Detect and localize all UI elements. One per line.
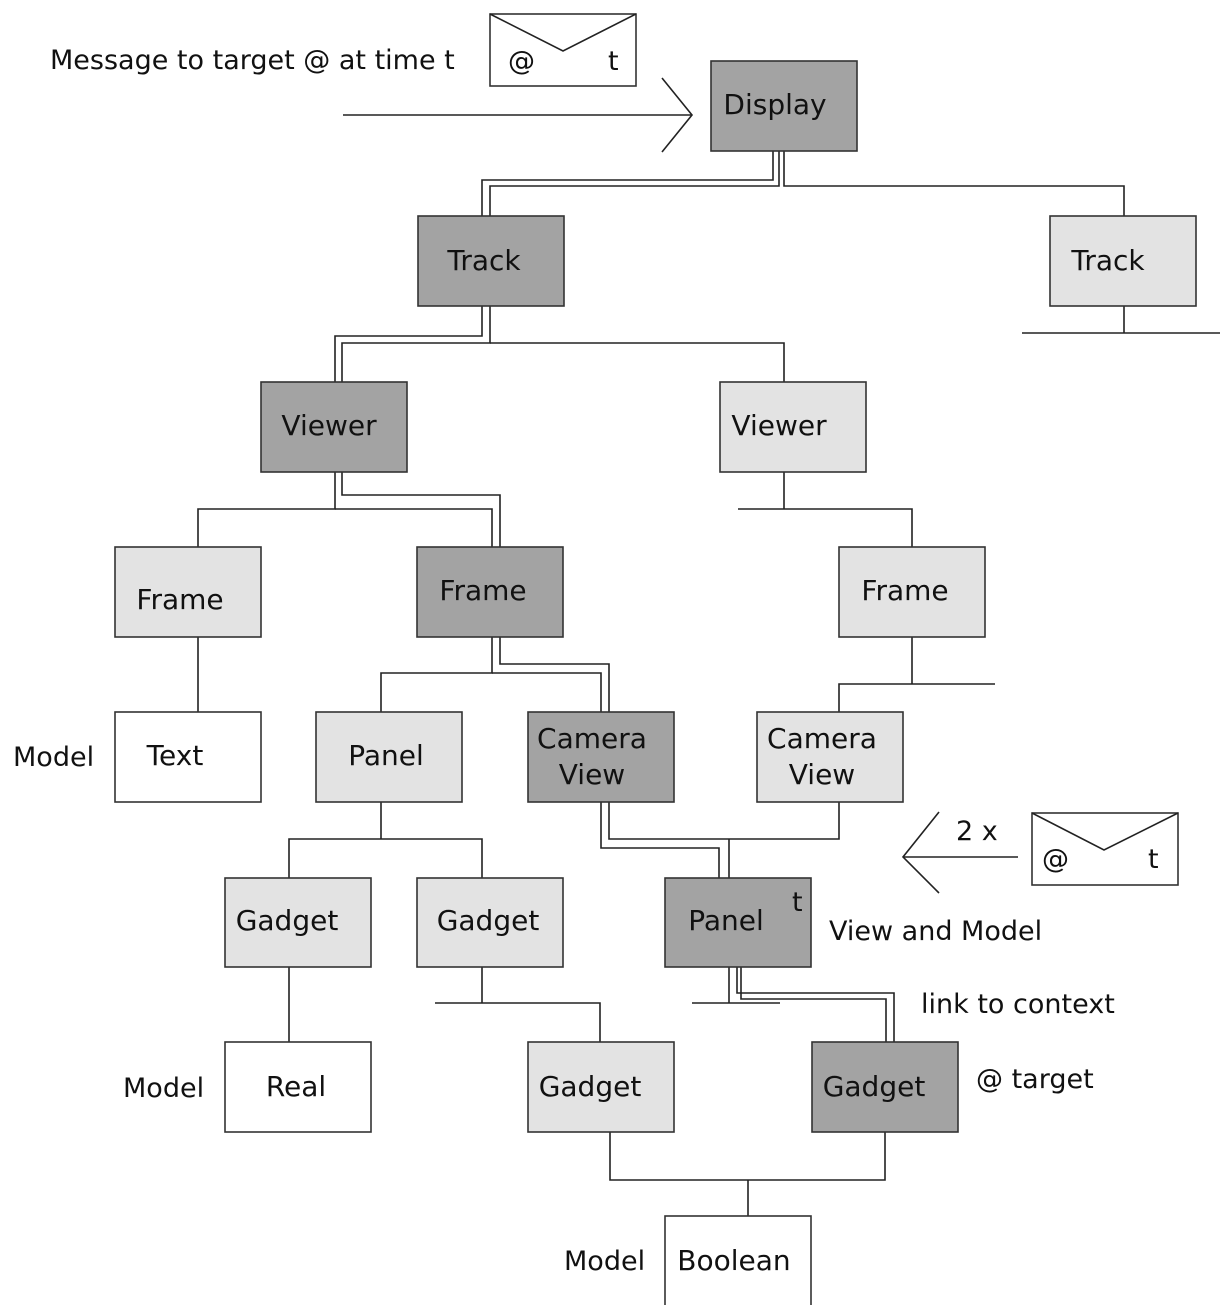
node-frame-right-label: Frame <box>861 574 948 607</box>
node-viewer-right: Viewer <box>719 381 867 473</box>
node-panel-target: Panel t <box>664 877 812 968</box>
node-camera-view-left-label-2: View <box>559 758 625 791</box>
annotation-message: Message to target @ at time t <box>50 45 455 76</box>
node-gadget-c-label: Gadget <box>539 1070 642 1103</box>
annotation-at-target: @ target <box>976 1064 1094 1095</box>
node-panel-mid: Panel <box>315 711 463 803</box>
node-gadget-target: Gadget <box>811 1041 959 1133</box>
node-viewer-right-label: Viewer <box>731 409 827 442</box>
annotation-view-and-model: View and Model <box>829 916 1042 947</box>
node-track-left: Track <box>417 215 565 307</box>
node-frame-left-label: Frame <box>136 583 223 616</box>
node-model-text: Text <box>114 711 262 803</box>
node-panel-target-label: Panel <box>688 904 764 937</box>
node-camera-view-right: Camera View <box>756 711 904 803</box>
model-tag-boolean: Model <box>564 1246 645 1277</box>
model-tag-text: Model <box>13 742 94 773</box>
node-frame-left: Frame <box>114 546 262 638</box>
node-display: Display <box>710 60 858 152</box>
node-viewer-left: Viewer <box>260 381 408 473</box>
annotation-link-to-context: link to context <box>921 989 1115 1020</box>
envelope-top-at: @ <box>508 46 535 77</box>
node-model-boolean-label: Boolean <box>677 1244 790 1277</box>
node-display-label: Display <box>723 88 826 121</box>
node-panel-mid-label: Panel <box>348 739 424 772</box>
node-model-boolean: Boolean <box>664 1215 812 1305</box>
node-model-text-label: Text <box>146 739 204 772</box>
node-gadget-c: Gadget <box>527 1041 675 1133</box>
panel-time-mark: t <box>792 887 803 918</box>
envelope-top-time: t <box>608 46 619 77</box>
node-camera-view-left-label-1: Camera <box>537 722 647 755</box>
node-track-right: Track <box>1049 215 1197 307</box>
node-camera-view-right-label-2: View <box>789 758 855 791</box>
envelope-right-icon: @ t <box>1031 812 1179 886</box>
model-tag-real: Model <box>123 1073 204 1104</box>
node-gadget-target-label: Gadget <box>823 1070 926 1103</box>
node-camera-view-left: Camera View <box>527 711 675 803</box>
node-frame-right: Frame <box>838 546 986 638</box>
node-track-left-label: Track <box>446 244 521 277</box>
node-gadget-b-label: Gadget <box>437 904 540 937</box>
envelope-right-at: @ <box>1042 844 1069 875</box>
node-camera-view-right-label-1: Camera <box>767 722 877 755</box>
node-track-right-label: Track <box>1070 244 1145 277</box>
connectors <box>197 77 1220 1216</box>
node-frame-mid: Frame <box>416 546 564 638</box>
node-gadget-a-label: Gadget <box>236 904 339 937</box>
node-frame-mid-label: Frame <box>439 574 526 607</box>
annotation-times: 2 x <box>956 816 998 847</box>
envelope-right-time: t <box>1148 844 1159 875</box>
envelope-top-icon: @ t <box>489 13 637 87</box>
node-gadget-b: Gadget <box>416 877 564 968</box>
node-viewer-left-label: Viewer <box>281 409 377 442</box>
node-model-real: Real <box>224 1041 372 1133</box>
node-gadget-a: Gadget <box>224 877 372 968</box>
node-model-real-label: Real <box>266 1070 326 1103</box>
